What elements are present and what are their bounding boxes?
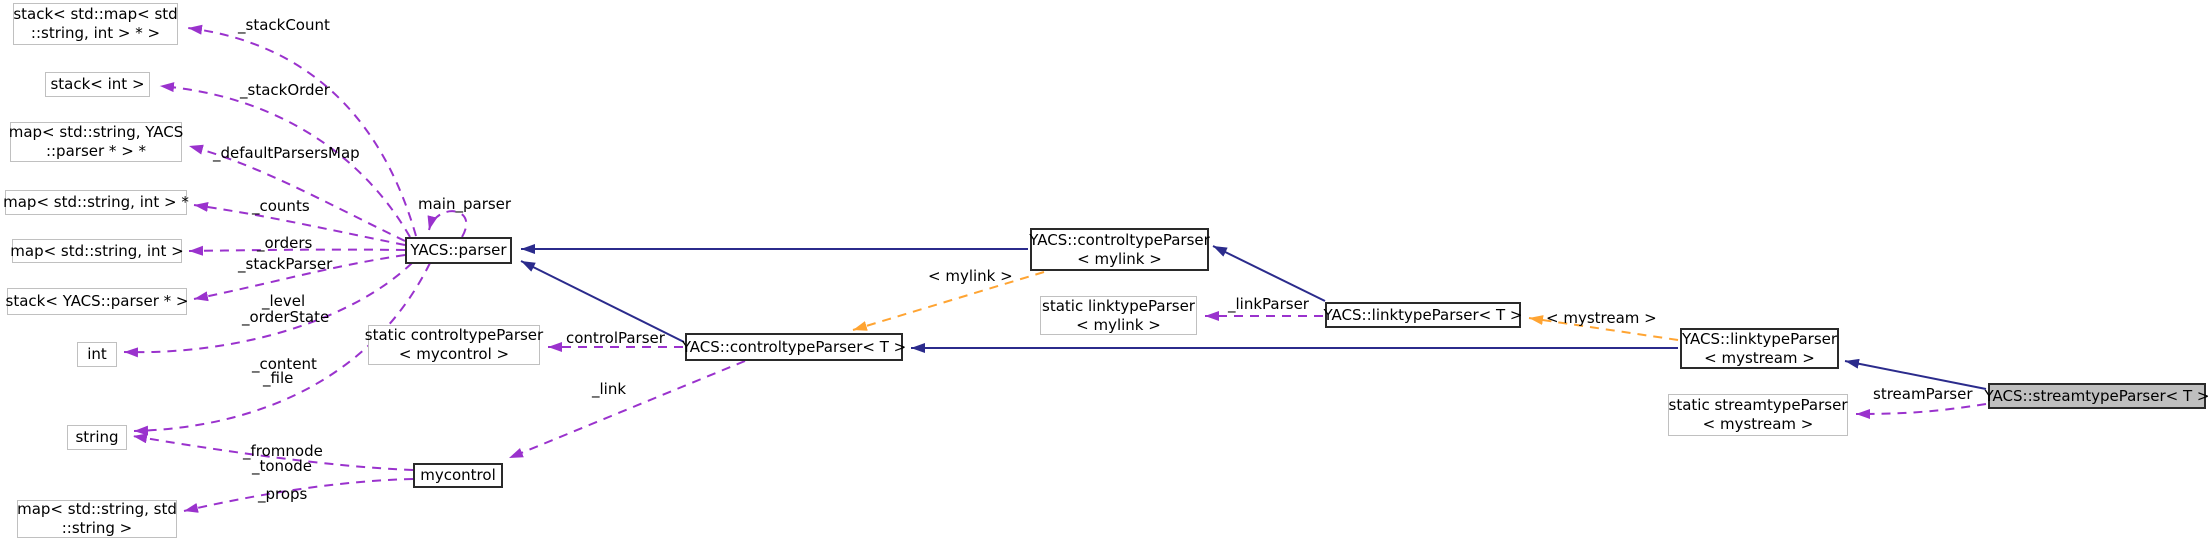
node-string: string xyxy=(67,425,127,450)
edge-label-controlparser: controlParser xyxy=(566,329,665,347)
edge-mainparser-selfloop xyxy=(427,210,468,238)
edge-label-mystream: < mystream > xyxy=(1546,309,1657,327)
edge-ltpt-to-ctpmylink xyxy=(1212,245,1326,302)
edge-label-streamparser: streamParser xyxy=(1873,385,1973,403)
node-label: YACS::streamtypeParser< T > xyxy=(1984,386,2210,405)
node-label: < mylink > xyxy=(1077,249,1162,268)
edge-link xyxy=(508,360,746,459)
edge-ctpt-to-parser xyxy=(520,260,685,343)
node-label: ::string, int > * > xyxy=(30,24,161,42)
edge-mylink-instantiation xyxy=(852,271,1045,331)
node-label: < mycontrol > xyxy=(398,345,510,363)
node-label: stack< int > xyxy=(50,75,145,93)
node-map-string-int-ptr: map< std::string, int > * xyxy=(3,190,189,215)
node-yacs-linktypeparser-t[interactable]: YACS::linktypeParser< T > xyxy=(1323,302,1523,328)
node-map-string-parser-ptr: map< std::string, YACS ::parser * > * xyxy=(8,122,184,162)
node-label: static linktypeParser xyxy=(1042,296,1195,315)
node-label: stack< std::map< std xyxy=(13,5,178,23)
node-label: mycontrol xyxy=(420,466,496,484)
node-label: ::parser * > * xyxy=(45,142,147,160)
edge-level-orderstate xyxy=(123,262,413,358)
edge-label-main-parser: main_parser xyxy=(418,195,512,213)
node-label: YACS::linktypeParser< T > xyxy=(1323,305,1523,324)
node-map-string-string: map< std::string, std ::string > xyxy=(17,500,177,538)
node-label: stack< YACS::parser * > xyxy=(5,292,189,310)
edge-label-file: _file xyxy=(263,369,294,387)
edge-label-stackcount: _stackCount xyxy=(238,16,330,34)
node-yacs-linktypeparser-mystream[interactable]: YACS::linktypeParser < mystream > xyxy=(1680,328,1839,369)
edge-fromnode-tonode xyxy=(132,433,414,471)
edge-label-stackparser: _stackParser xyxy=(238,255,333,273)
edge-stackorder xyxy=(159,82,411,238)
node-stack-map-string-int: stack< std::map< std ::string, int > * > xyxy=(13,3,178,45)
node-label: < mystream > xyxy=(1702,415,1814,433)
edge-content-file xyxy=(133,262,431,436)
node-label: map< std::string, int > xyxy=(10,241,184,260)
node-static-controltypeparser-mycontrol: static controltypeParser < mycontrol > xyxy=(364,325,544,365)
node-label: static streamtypeParser xyxy=(1668,396,1848,414)
node-yacs-streamtypeparser-t-current: YACS::streamtypeParser< T > xyxy=(1985,383,2209,409)
node-label: < mystream > xyxy=(1704,348,1815,367)
node-label: YACS::parser xyxy=(410,241,507,259)
inheritance-edges xyxy=(520,244,1987,390)
edge-label-props: _props xyxy=(258,485,308,503)
edge-label-fromnode: _fromnode xyxy=(243,442,323,460)
edge-stackcount xyxy=(187,24,417,237)
node-yacs-controltypeparser-mylink[interactable]: YACS::controltypeParser < mylink > xyxy=(1029,228,1210,271)
node-label: map< std::string, YACS xyxy=(8,123,184,141)
node-mycontrol[interactable]: mycontrol xyxy=(413,463,503,488)
edge-label-link: _link xyxy=(592,380,627,398)
node-label: string xyxy=(75,428,119,446)
edge-label-orderstate: _orderState xyxy=(242,308,330,326)
node-yacs-parser[interactable]: YACS::parser xyxy=(405,237,512,264)
edge-label-linkparser: _linkParser xyxy=(1228,295,1309,313)
node-label: ::string > xyxy=(61,519,133,537)
edge-label-content: _content xyxy=(252,355,317,373)
edge-label-mylink: < mylink > xyxy=(928,267,1013,285)
usage-edges xyxy=(123,24,1987,513)
node-map-string-int: map< std::string, int > xyxy=(10,239,184,263)
edge-label-orders: _orders xyxy=(257,234,313,252)
node-stack-yacs-parser: stack< YACS::parser * > xyxy=(5,288,189,315)
node-static-streamtypeparser-mystream: static streamtypeParser < mystream > xyxy=(1668,394,1848,436)
node-label: YACS::controltypeParser xyxy=(1029,230,1210,249)
template-edges xyxy=(852,271,1679,341)
edge-label-level: _level xyxy=(262,292,306,310)
node-label: < mylink > xyxy=(1076,315,1161,334)
node-label: int xyxy=(87,345,107,363)
edge-label-defaultparsersmap: _defaultParsersMap xyxy=(213,144,360,162)
node-static-linktypeparser-mylink: static linktypeParser < mylink > xyxy=(1040,296,1197,335)
edge-label-stackorder: _stackOrder xyxy=(240,81,330,99)
node-label: YACS::linktypeParser xyxy=(1681,329,1838,348)
edge-defaultparsersmap xyxy=(188,144,406,242)
node-label: static controltypeParser xyxy=(364,326,544,344)
edge-label-tonode: _tonode xyxy=(252,457,312,475)
node-label: map< std::string, int > * xyxy=(3,193,189,211)
node-int: int xyxy=(77,342,117,367)
edge-streamparser xyxy=(1855,403,1987,419)
edge-label-counts: _counts xyxy=(252,197,310,215)
edge-stpt-to-ltpmystream xyxy=(1844,358,1987,390)
node-label: YACS::controltypeParser< T > xyxy=(681,337,907,356)
node-stack-int: stack< int > xyxy=(45,72,150,97)
node-yacs-controltypeparser-t[interactable]: YACS::controltypeParser< T > xyxy=(681,333,907,361)
node-label: map< std::string, std xyxy=(17,500,177,518)
